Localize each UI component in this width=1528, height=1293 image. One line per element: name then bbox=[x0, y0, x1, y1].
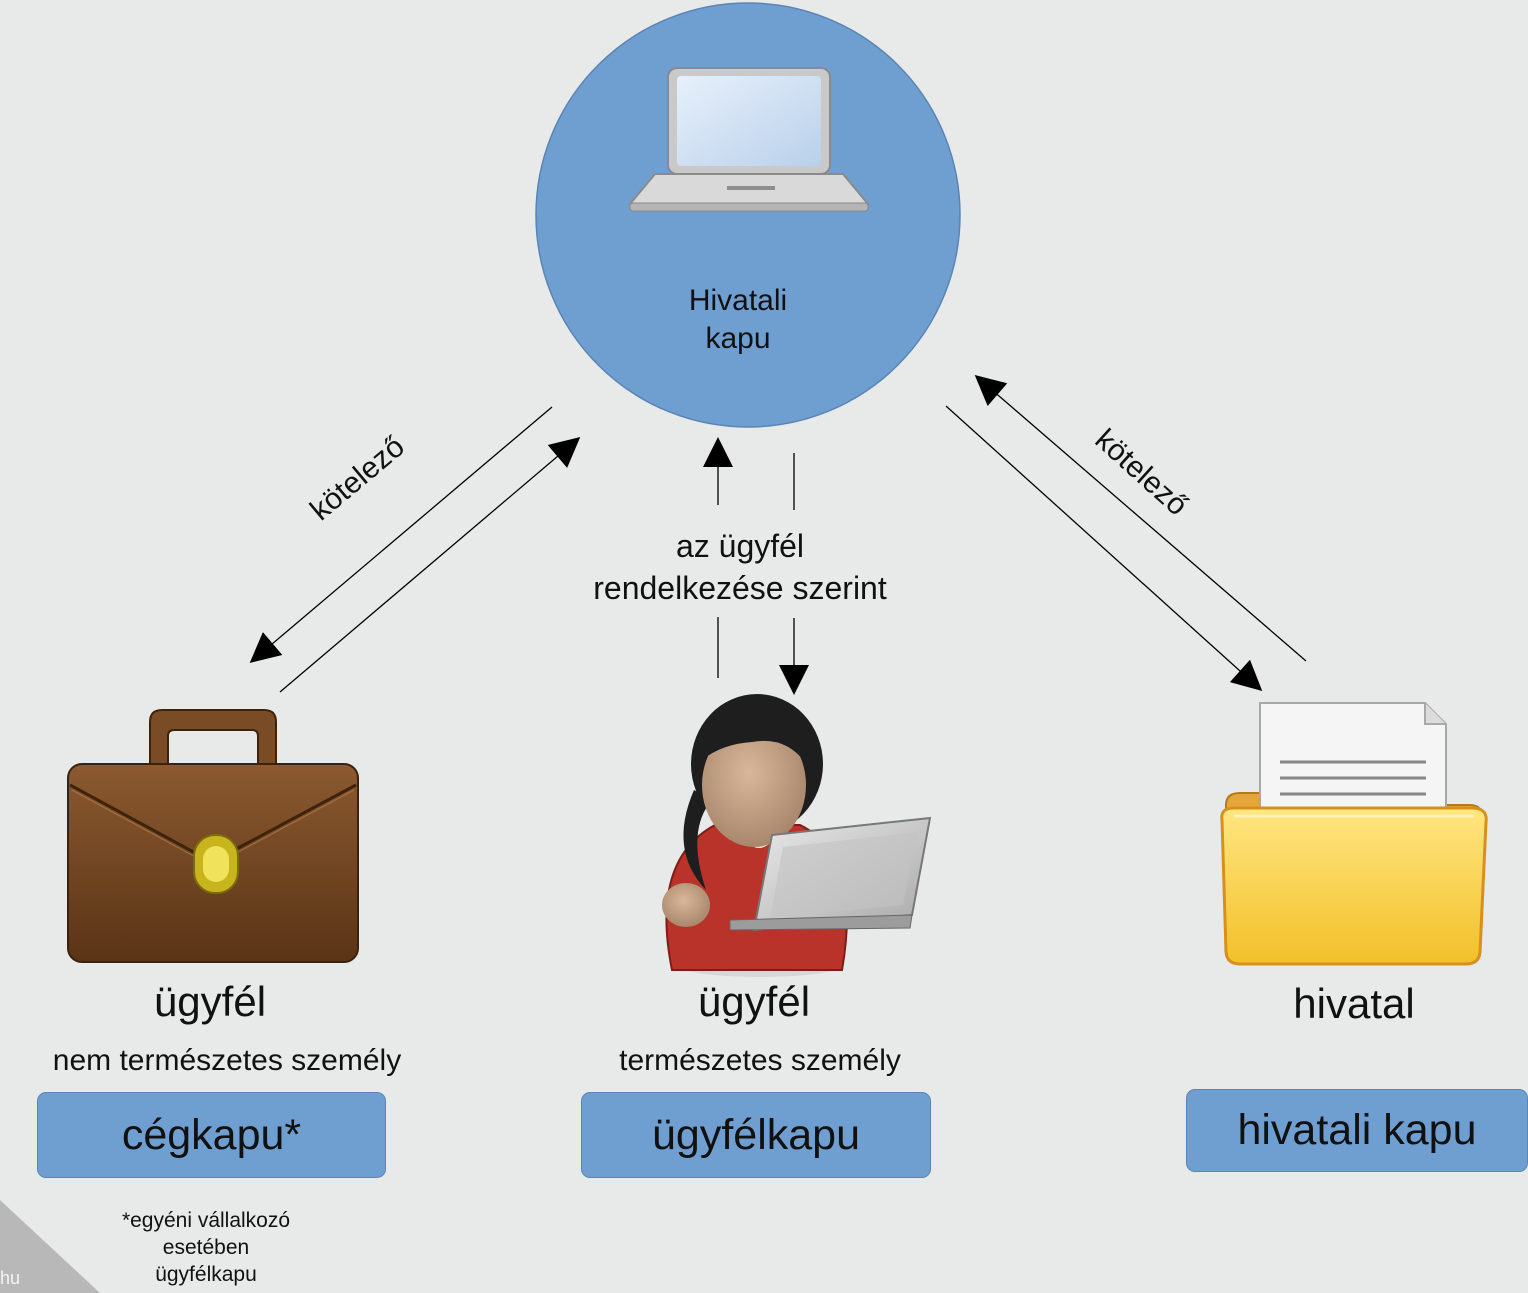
footnote-line1: *egyéni vállalkozó bbox=[121, 1209, 291, 1232]
laptop-icon bbox=[627, 67, 871, 212]
company-node-subtitle: nem természetes személy bbox=[52, 1044, 402, 1077]
person-with-laptop-icon bbox=[662, 694, 932, 977]
arrow-hub-to-office bbox=[945, 405, 1263, 692]
footnote-line3: ügyfélkapu bbox=[155, 1263, 257, 1286]
company-gate-box: cégkapu* bbox=[37, 1092, 386, 1178]
arrow-hub-to-company bbox=[249, 406, 553, 663]
middle-edge-label-line1: az ügyfél bbox=[675, 528, 805, 564]
arrow-office-to-hub bbox=[974, 375, 1307, 662]
person-node-title: ügyfél bbox=[697, 978, 811, 1025]
middle-edge-label-line2: rendelkezése szerint bbox=[593, 570, 887, 606]
person-gate-box: ügyfélkapu bbox=[581, 1092, 931, 1178]
corner-text: hu bbox=[0, 1268, 21, 1288]
document-folder-icon bbox=[1220, 702, 1488, 966]
corner-decoration bbox=[0, 1200, 100, 1293]
person-node-subtitle: természetes személy bbox=[619, 1044, 901, 1077]
office-node-title: hivatal bbox=[1293, 980, 1415, 1027]
arrow-company-to-hub bbox=[279, 437, 581, 693]
office-gate-box: hivatali kapu bbox=[1186, 1089, 1528, 1172]
hub-label-line2: kapu bbox=[705, 322, 771, 355]
footnote-line2: esetében bbox=[162, 1236, 250, 1259]
footnote: *egyéni vállalkozó esetében ügyfélkapu bbox=[86, 1207, 326, 1288]
hub-label-line1: Hivatali bbox=[688, 284, 788, 317]
hub-circle bbox=[535, 2, 961, 428]
briefcase-icon bbox=[67, 709, 359, 963]
hub-label: Hivatali kapu bbox=[600, 282, 876, 358]
company-node-title: ügyfél bbox=[153, 978, 267, 1025]
middle-edge-label: az ügyfél rendelkezése szerint bbox=[540, 525, 940, 609]
